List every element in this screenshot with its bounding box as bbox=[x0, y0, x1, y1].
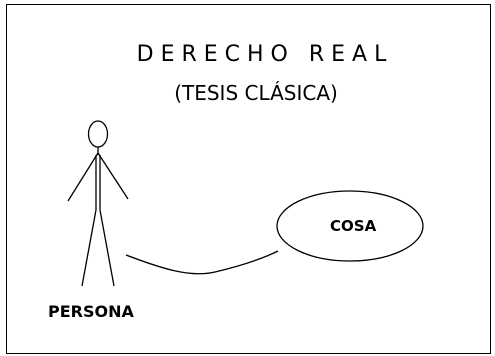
persona-label: PERSONA bbox=[48, 302, 134, 321]
persona-stick-figure bbox=[67, 120, 129, 287]
persona-right-arm bbox=[97, 152, 129, 200]
persona-left-arm bbox=[67, 152, 99, 202]
cosa-label: COSA bbox=[330, 217, 377, 235]
diagram-title: DERECHO REAL bbox=[136, 42, 394, 67]
persona-cosa-connector bbox=[125, 250, 279, 275]
persona-right-leg bbox=[99, 209, 115, 287]
persona-head bbox=[87, 120, 109, 148]
diagram-frame bbox=[6, 4, 491, 354]
cosa-ellipse bbox=[276, 190, 424, 262]
persona-left-leg bbox=[81, 209, 97, 287]
diagram-subtitle: (TESIS CLÁSICA) bbox=[174, 81, 338, 105]
